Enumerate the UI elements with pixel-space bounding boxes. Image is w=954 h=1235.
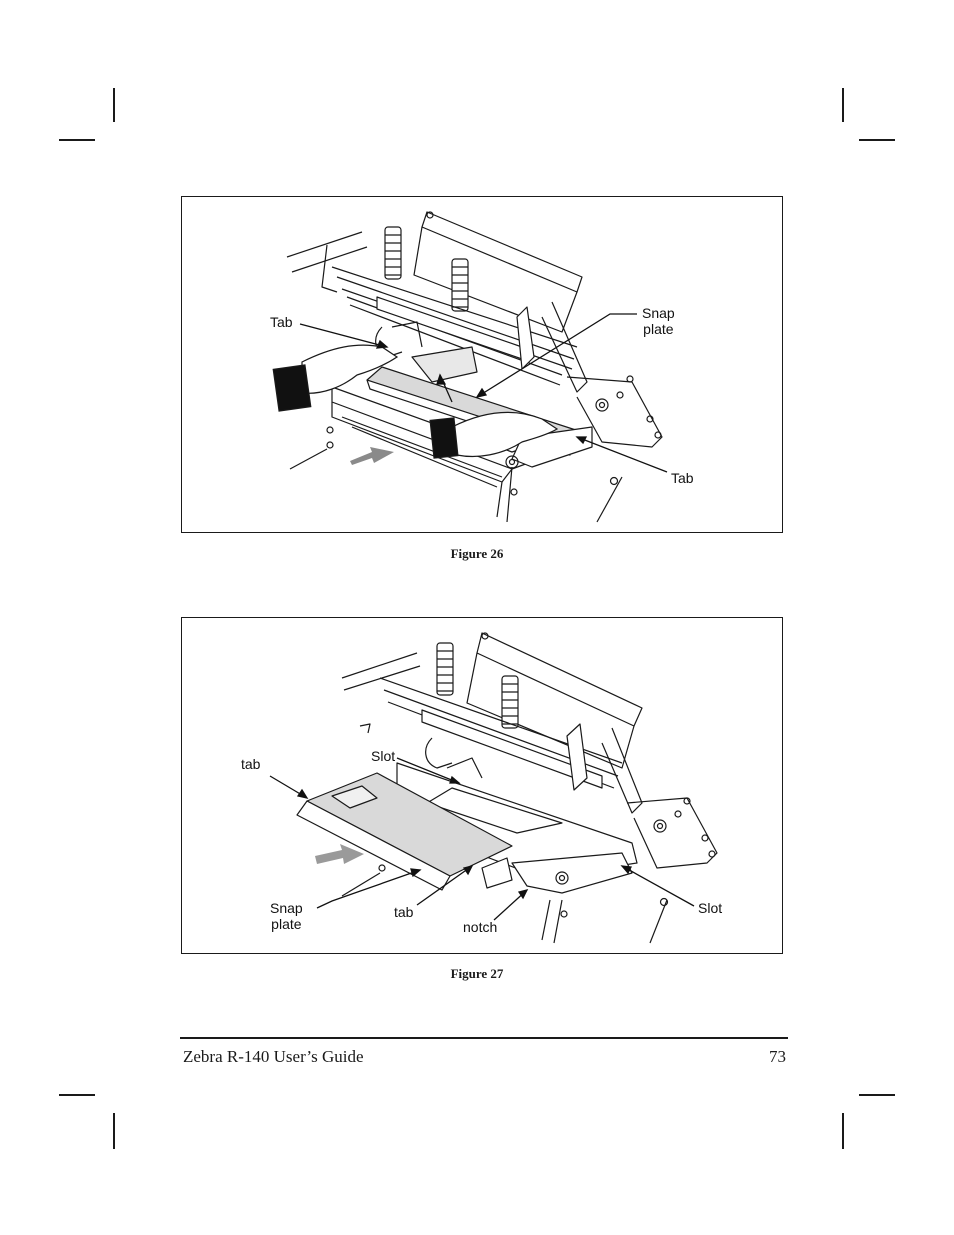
crop-mark — [859, 139, 895, 141]
callout-notch: notch — [463, 919, 498, 935]
callout-tab-bottom: tab — [394, 904, 414, 920]
figure-26-caption: Figure 26 — [450, 546, 504, 561]
crop-mark — [59, 1094, 95, 1096]
callout-tab-right: Tab — [671, 470, 694, 486]
callout-snap-plate: Snap plate — [270, 900, 303, 932]
callout-slot-top: Slot — [371, 748, 396, 764]
crop-mark — [842, 88, 844, 122]
callout-tab-left: Tab — [270, 314, 293, 330]
footer-rule — [180, 1037, 788, 1039]
crop-mark — [859, 1094, 895, 1096]
callout-tab-left: tab — [241, 756, 261, 772]
figure-27-caption: Figure 27 — [450, 966, 504, 981]
page-number: 73 — [769, 1047, 786, 1066]
callout-snap-plate: Snap plate — [642, 305, 675, 337]
figure-26-frame: Tab Snap plate Tab — [181, 196, 783, 533]
callout-slot-right: Slot — [698, 900, 723, 916]
footer-guide-title: Zebra R-140 User’s Guide — [183, 1047, 364, 1066]
crop-mark — [59, 139, 95, 141]
crop-mark — [113, 88, 115, 122]
crop-mark — [842, 1113, 844, 1149]
figure-27-frame: tab Slot Snap plate tab notch Slot — [181, 617, 783, 954]
figure-26-illustration — [272, 211, 668, 523]
crop-mark — [113, 1113, 115, 1149]
figure-27-illustration — [269, 632, 718, 944]
